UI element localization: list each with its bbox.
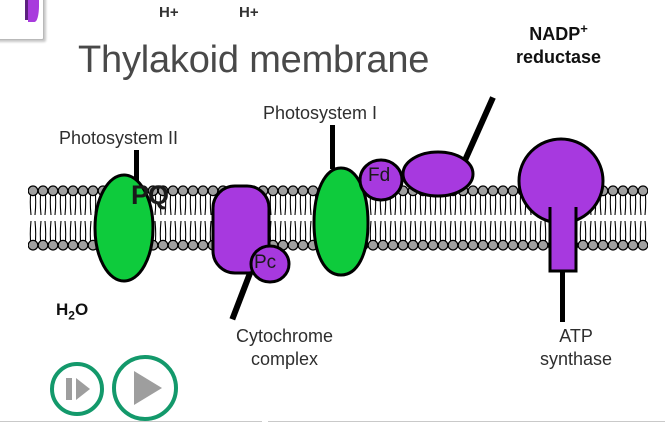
photosystem-i-label: Photosystem I <box>263 103 378 123</box>
nadp-reductase-superscript: + <box>580 21 588 36</box>
hydrogen-ion-label-left: H+ <box>159 4 179 21</box>
nadp-reductase-label-line1: NADP <box>529 24 581 44</box>
photosystem-ii-complex <box>92 173 156 283</box>
water-label-h: H <box>56 300 69 319</box>
atp-label-line1: ATP <box>559 326 593 346</box>
hydrogen-ion-label-right: H+ <box>239 4 259 21</box>
photosystem-ii-label: Photosystem II <box>59 128 179 148</box>
atp-label-line2: synthase <box>540 348 613 369</box>
atp-synthase-complex <box>517 135 605 275</box>
thumbnail-accent-strip <box>28 0 39 22</box>
thumbnail-accent-dark <box>25 0 28 20</box>
ferredoxin-molecule <box>357 157 405 203</box>
water-label: H2O <box>56 300 88 323</box>
nadp-reductase-enzyme <box>400 148 476 198</box>
ferredoxin-label: Fd <box>368 165 391 186</box>
water-label-o: O <box>74 300 89 319</box>
plastocyanin-label: Pc <box>254 252 277 273</box>
atp-synthase-leader-line <box>560 270 565 322</box>
photosystem-i-leader-line <box>330 125 335 169</box>
nadp-reductase-label-line2: reductase <box>516 46 602 67</box>
slide-thumbnail-fragment[interactable] <box>0 0 44 40</box>
plastoquinone-label: PQ <box>131 180 169 210</box>
water-label-subscript: 2 <box>68 308 75 323</box>
plastocyanin-molecule <box>248 243 292 285</box>
photosystem-ii-leader-line <box>134 150 139 186</box>
page-title: Thylakoid membrane <box>78 39 430 81</box>
step-forward-button[interactable] <box>50 362 104 416</box>
bottom-divider-right <box>268 421 665 422</box>
cytochrome-label-line1: Cytochrome <box>236 326 334 346</box>
photosystem-i-complex <box>310 165 372 278</box>
play-button[interactable] <box>112 355 178 421</box>
cytochrome-label-line2: complex <box>251 348 319 369</box>
bottom-divider-left <box>0 421 262 422</box>
nadp-reductase-label: NADP+ reductase <box>516 21 601 68</box>
